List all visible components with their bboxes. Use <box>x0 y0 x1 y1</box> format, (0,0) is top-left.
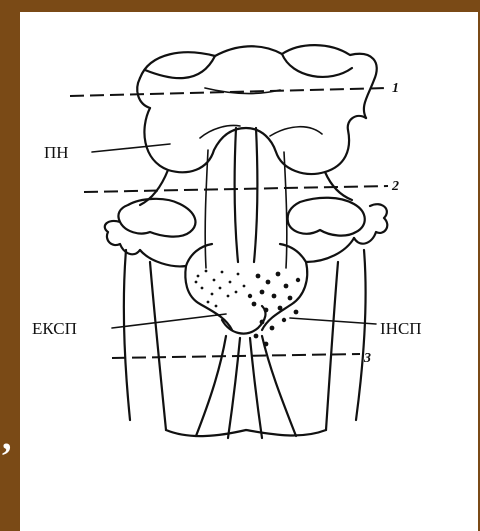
level-lines <box>70 88 388 358</box>
level-number-2: 2 <box>391 179 399 194</box>
level-line-2 <box>84 186 388 192</box>
outline-middle <box>105 170 388 266</box>
level-number-1: 1 <box>392 81 399 96</box>
level-number-3: 3 <box>363 351 371 366</box>
level-line-3 <box>112 354 360 358</box>
label-insp: ІНСП <box>380 319 422 338</box>
outline-lower-medulla <box>124 250 366 438</box>
label-pn: ПН <box>44 143 69 162</box>
label-eksp: ЕКСП <box>32 319 77 338</box>
